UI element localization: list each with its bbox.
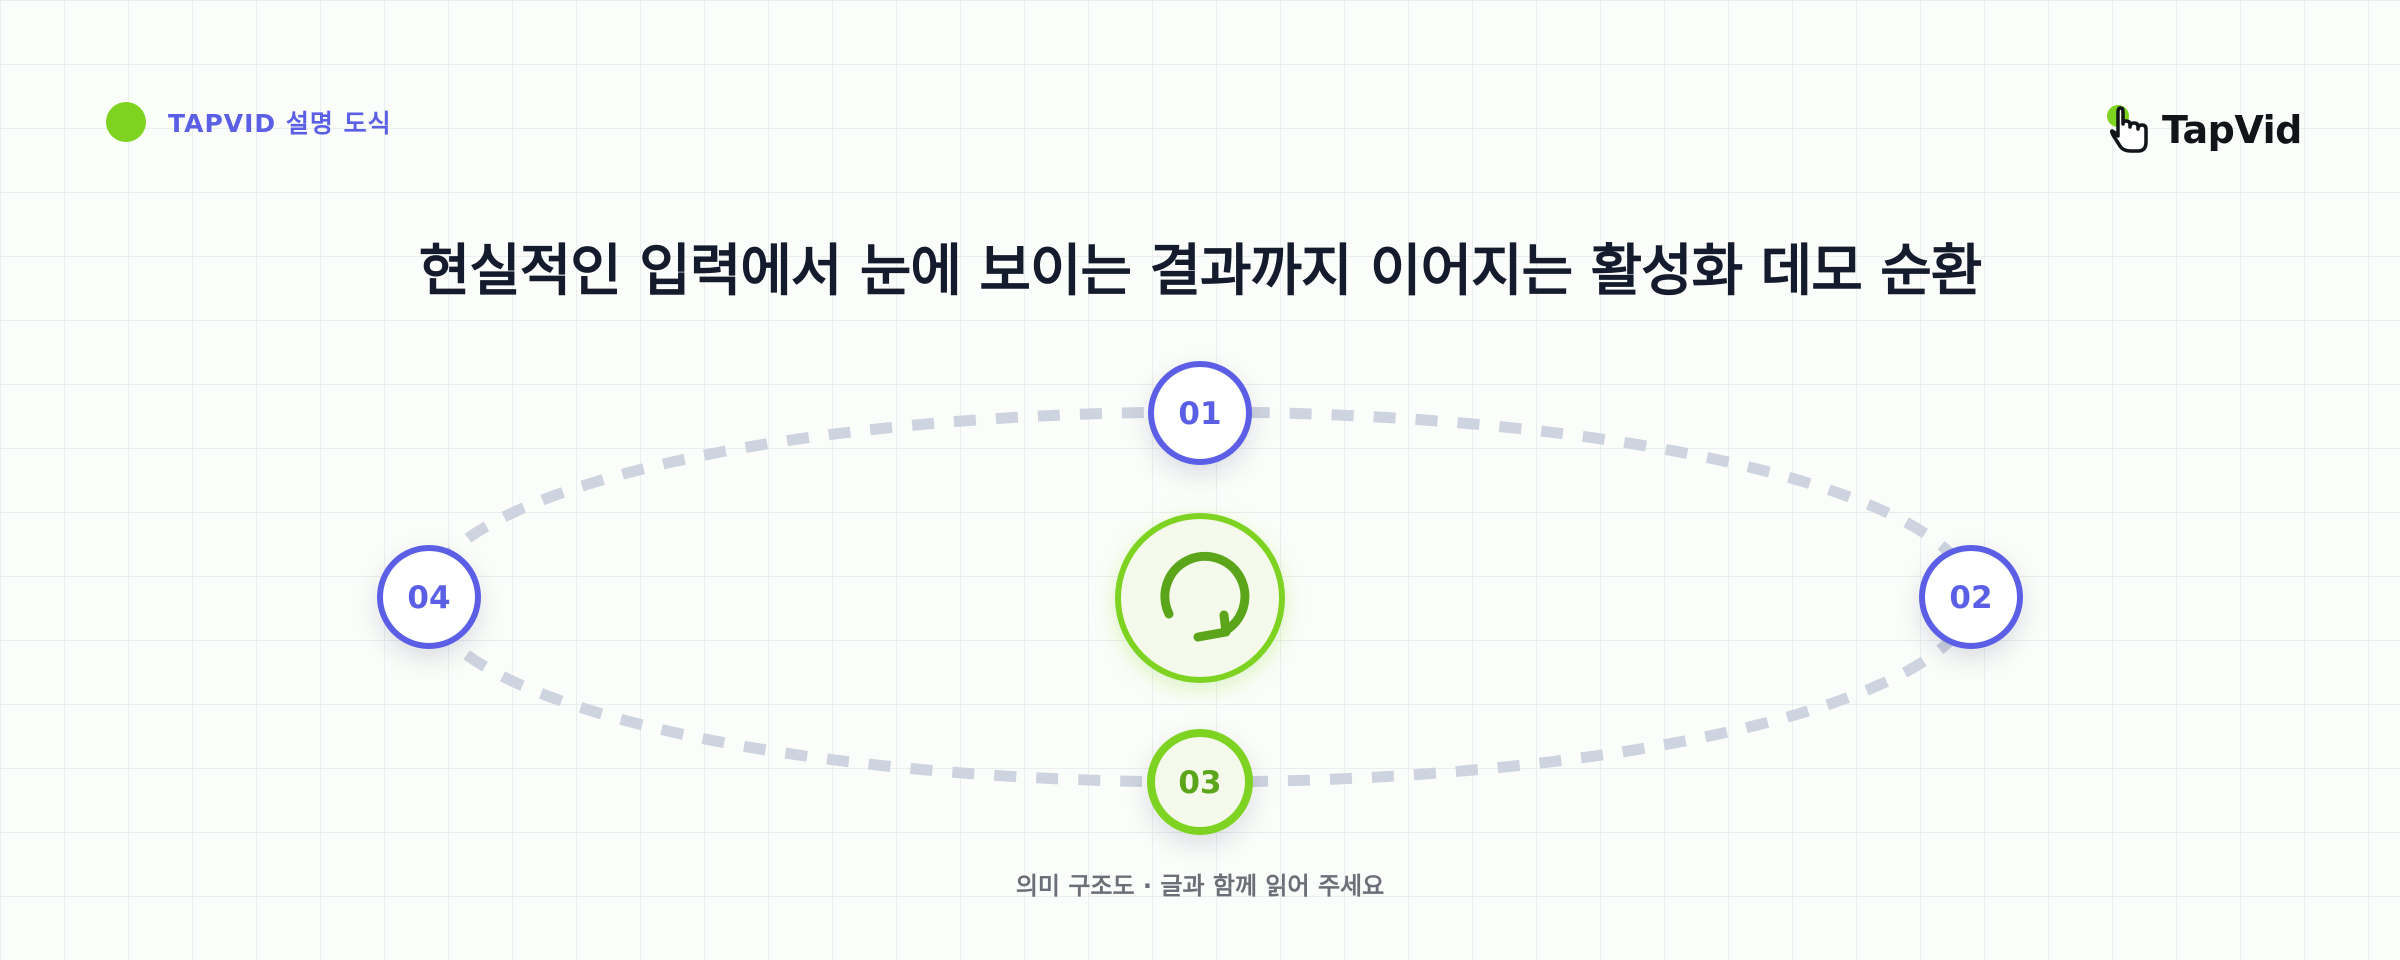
- cycle-node-label: 03: [1178, 765, 1221, 801]
- cycle-node-label: 01: [1178, 396, 1221, 432]
- cycle-node-03: 03: [1147, 729, 1253, 835]
- green-dot-icon: [106, 102, 146, 142]
- cycle-node-label: 04: [407, 580, 450, 616]
- cycle-node-label: 02: [1949, 580, 1992, 616]
- brand-logo-text: TapVid: [2162, 108, 2302, 152]
- cycle-node-04: 04: [377, 545, 481, 649]
- refresh-cycle-icon: [1160, 551, 1250, 642]
- cycle-node-01: 01: [1148, 361, 1252, 465]
- diagram-caption: 의미 구조도 · 글과 함께 읽어 주세요: [1015, 872, 1385, 900]
- tap-hand-icon: [2107, 105, 2148, 153]
- brand-logo: TapVid: [2104, 100, 2302, 160]
- cycle-center: [1115, 513, 1285, 683]
- header-label-text: TAPVID 설명 도식: [168, 109, 392, 138]
- cycle-node-02: 02: [1919, 545, 2023, 649]
- header-label: TAPVID 설명 도식: [106, 102, 392, 142]
- page-title: 현실적인 입력에서 눈에 보이는 결과까지 이어지는 활성화 데모 순환: [418, 239, 1983, 304]
